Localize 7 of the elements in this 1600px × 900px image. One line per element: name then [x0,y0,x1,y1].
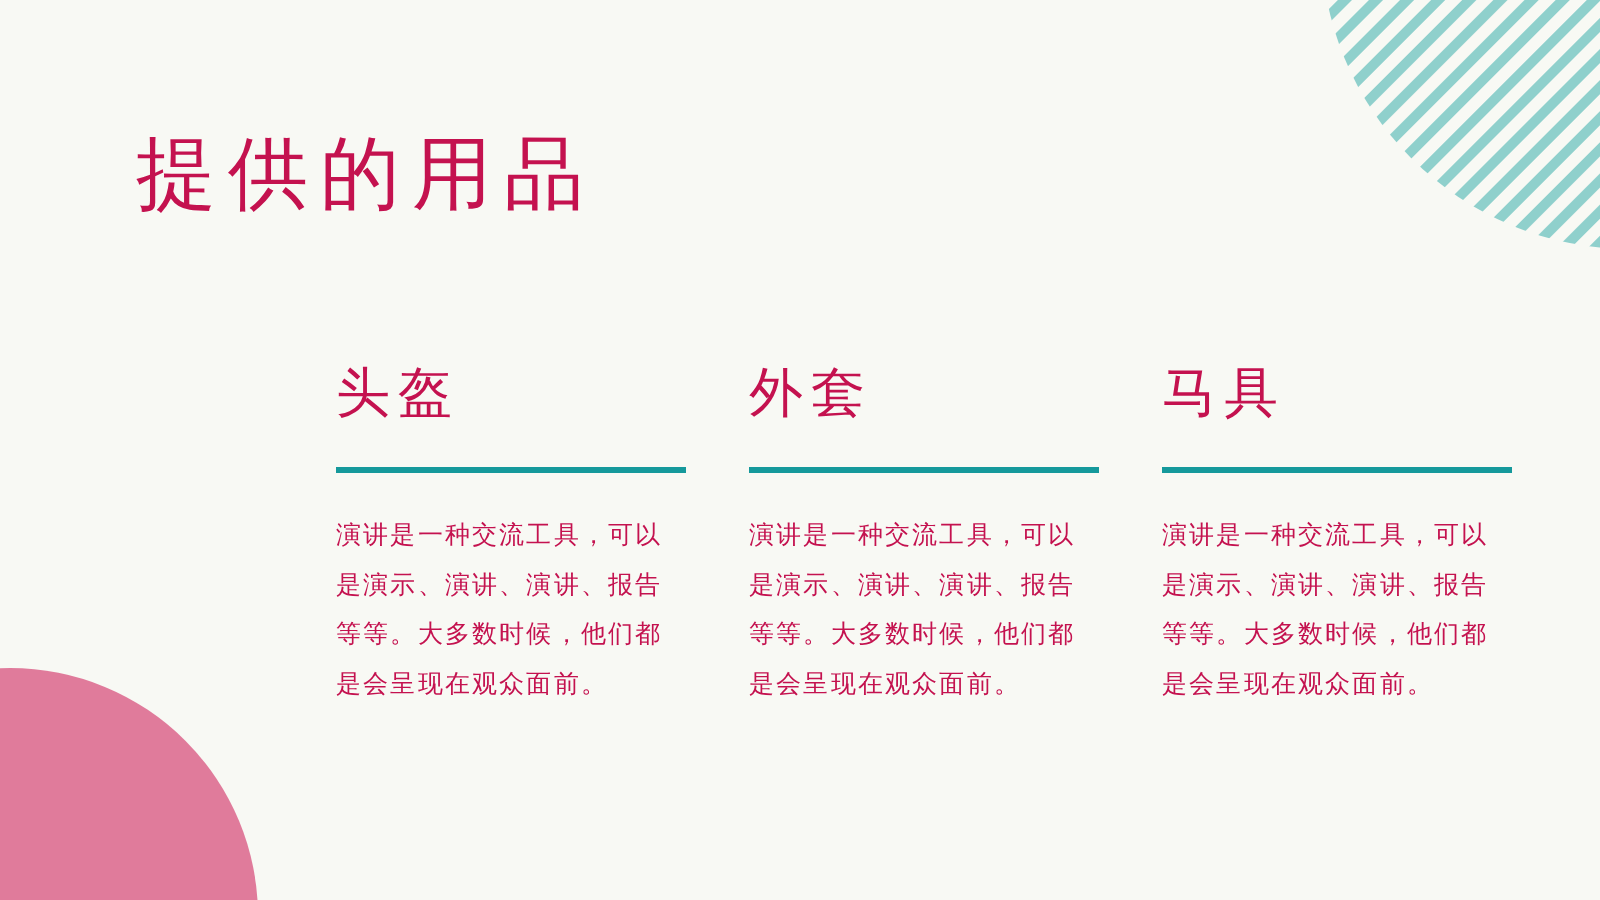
body-paragraph: 演讲是一种交流工具，可以是演示、演讲、演讲、报告等等。大多数时候，他们都是会呈现在观众面前。 [1162,520,1490,699]
body-paragraph: 演讲是一种交流工具，可以是演示、演讲、演讲、报告等等。大多数时候，他们都是会呈现在观众面前。 [336,520,664,699]
column-heading: 外套 [749,364,873,424]
slide-title: 提供的用品 [136,130,596,218]
column-heading: 头盔 [336,364,460,424]
column-heading: 马具 [1162,364,1286,424]
body-paragraph: 演讲是一种交流工具，可以是演示、演讲、演讲、报告等等。大多数时候，他们都是会呈现在观众面前。 [749,520,1077,699]
